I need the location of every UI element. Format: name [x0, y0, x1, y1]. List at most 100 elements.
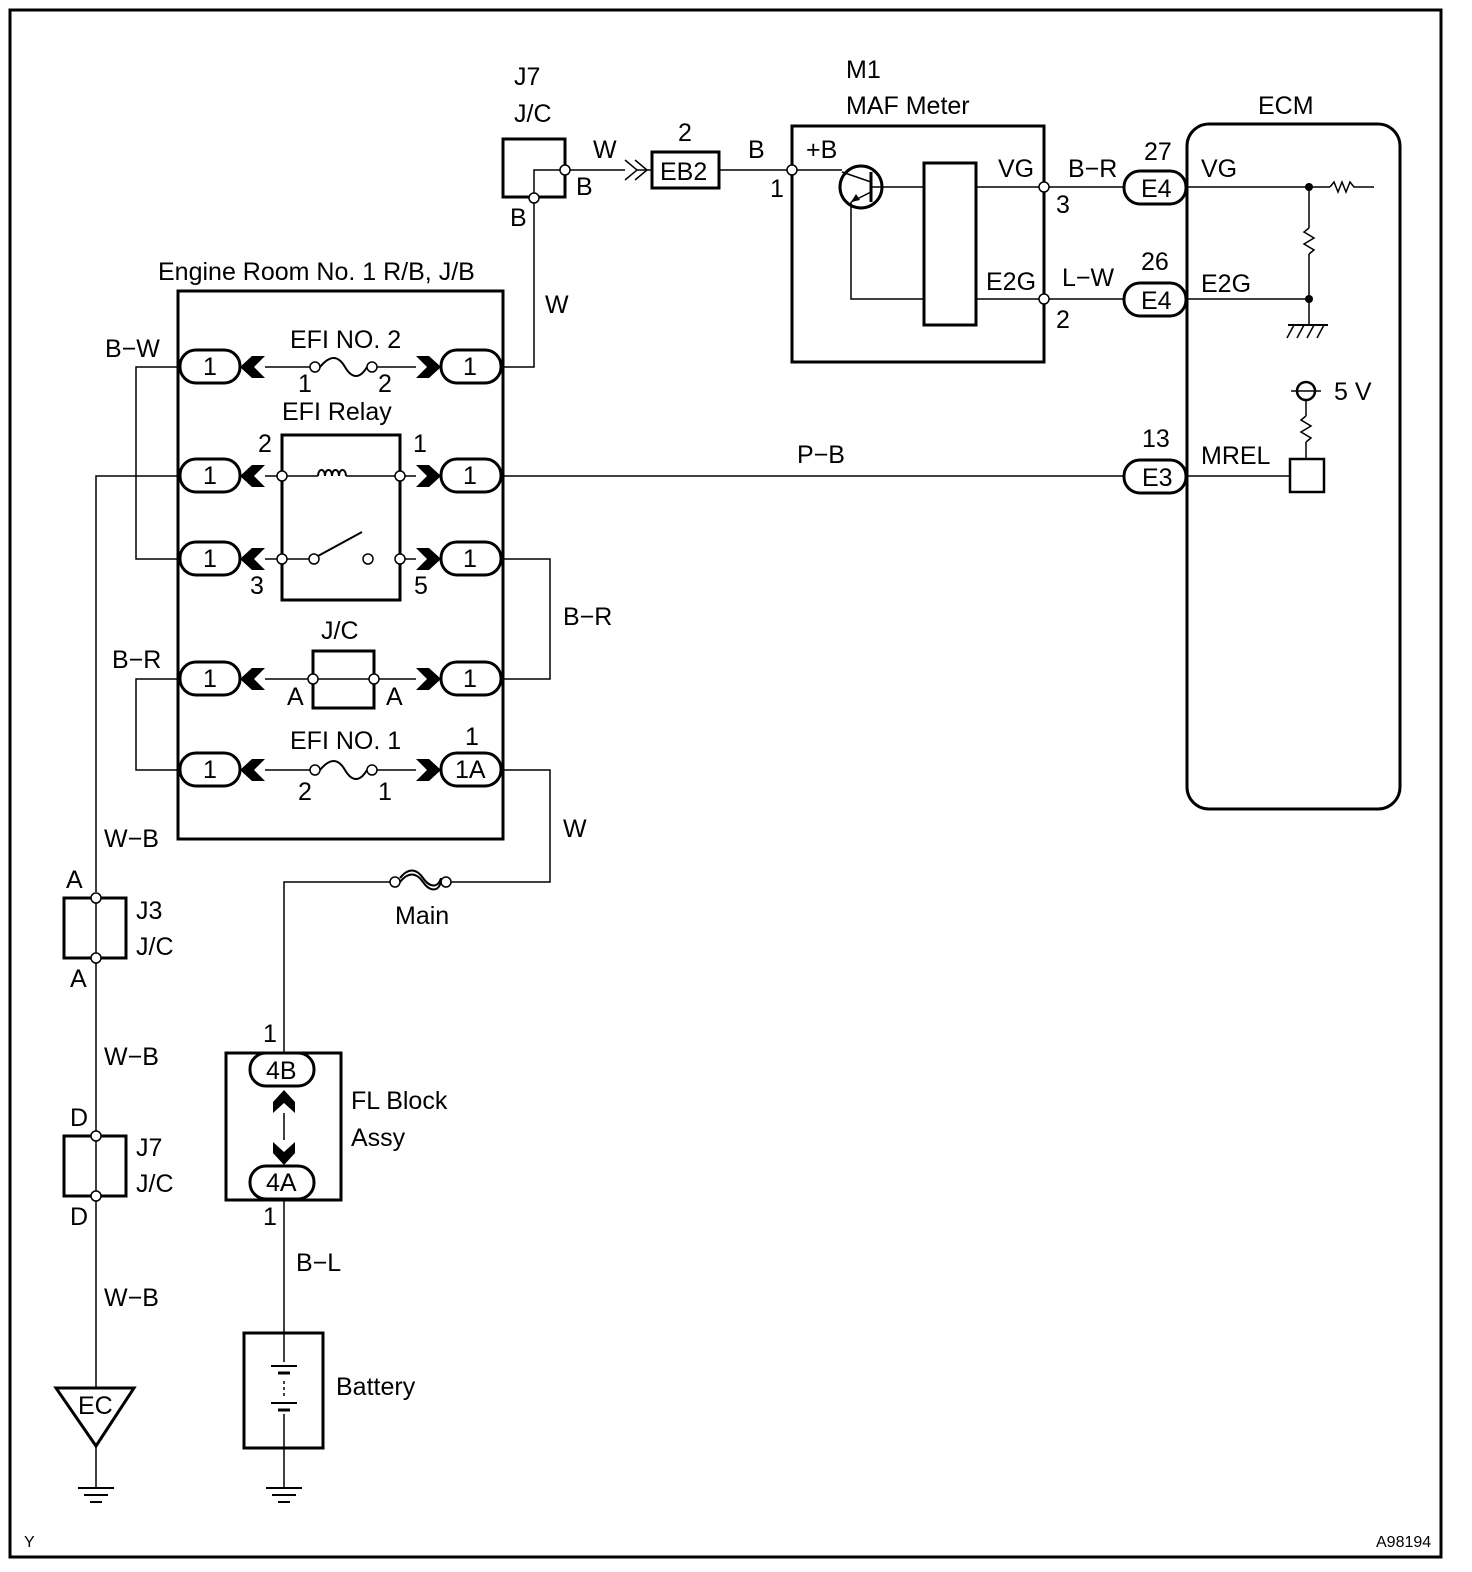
connector-chevron-icon: [624, 159, 639, 181]
wire-label-br-left: B−R: [112, 646, 161, 674]
terminal-up-icon: [273, 1090, 295, 1113]
ground-point-ec: EC: [53, 1386, 137, 1503]
maf-meter: M1 MAF Meter +B 1 VG E2G 3 2: [770, 56, 1070, 364]
efi-no1-pin-l: 2: [298, 778, 312, 806]
fl-block-assy: 1 4B 4A 1 FL Block Assy: [224, 1020, 448, 1231]
j3-name: J/C: [136, 933, 174, 961]
fusible-link-icon: [399, 873, 442, 891]
wire-label-bw: B−W: [105, 335, 160, 363]
relay-switch-icon: [317, 531, 363, 557]
jc-inner-pin-r: A: [386, 683, 403, 711]
maf-pin-b: 1: [770, 175, 784, 203]
battery: Battery: [242, 1331, 416, 1450]
wire-label-wb3: W−B: [104, 1284, 159, 1312]
j7-top-junction: J7 J/C B B: [501, 63, 593, 232]
ecm-mrel-pin: 13: [1142, 425, 1170, 453]
maf-e2g-pin: 2: [1056, 306, 1070, 334]
wire-label-b1: B: [748, 136, 765, 164]
battery-name: Battery: [336, 1373, 416, 1401]
connector-pin-label: 1: [203, 462, 217, 490]
fl-pin-top: 1: [263, 1020, 277, 1048]
diagram-frame: [8, 8, 1443, 1559]
wire-label-pb: P−B: [797, 441, 845, 469]
figure-code: A98194: [1376, 1534, 1431, 1551]
efi-relay-box: [280, 433, 402, 602]
engine-room-relay-block: Engine Room No. 1 R/B, J/B 1 1 EFI NO. 2…: [158, 258, 505, 841]
resistor-icon: [1302, 227, 1316, 255]
ecm-supply: 5 V: [1334, 378, 1372, 406]
ecm-e2g-conn: E4: [1141, 287, 1172, 315]
j7-bottom-junction: D D J7 J/C: [62, 1104, 174, 1231]
ecm-name: ECM: [1258, 92, 1314, 120]
wire-label-bl: B−L: [296, 1249, 341, 1277]
relay-pin-5: 5: [414, 572, 428, 600]
terminal-down-icon: [273, 1142, 295, 1165]
j7-top-ref: J7: [514, 63, 540, 91]
maf-pin-b-label: +B: [806, 136, 837, 164]
relay-pin-3: 3: [250, 572, 264, 600]
battery-cell-icon: [271, 1365, 297, 1412]
maf-name: MAF Meter: [846, 92, 970, 120]
ecm-vg-label: VG: [1201, 155, 1237, 183]
j7-bot-pin-bot: D: [70, 1203, 88, 1231]
connector-pin-label: 1: [463, 462, 477, 490]
wire-label-lw-e2g: L−W: [1062, 264, 1115, 292]
relay-pin-2: 2: [258, 430, 272, 458]
relay-pin-1: 1: [413, 430, 427, 458]
wire-label-w2: W: [545, 291, 569, 319]
connector-pin-label: 1: [203, 545, 217, 573]
j7-top-pin-in: B: [510, 204, 527, 232]
resistor-icon: [1299, 415, 1313, 443]
connector-pin-label: 1: [463, 353, 477, 381]
efi-no1-name: EFI NO. 1: [290, 727, 401, 755]
ecm-e2g-label: E2G: [1201, 270, 1251, 298]
wire-label-wb2: W−B: [104, 1043, 159, 1071]
relay-block-name: Engine Room No. 1 R/B, J/B: [158, 258, 475, 286]
eb2-pin: 2: [678, 119, 692, 147]
j3-junction: A A J3 J/C: [62, 866, 174, 993]
fl-name-line1: FL Block: [351, 1087, 448, 1115]
j7-top-pin-out: B: [576, 173, 593, 201]
main-fuse-name: Main: [395, 902, 449, 930]
eb2-connector: 2 EB2: [650, 119, 721, 190]
efi-relay-name: EFI Relay: [282, 398, 392, 426]
wire-label-br-right: B−R: [563, 603, 612, 631]
efi-no2-pin-l: 1: [298, 370, 312, 398]
maf-vg-pin: 3: [1056, 191, 1070, 219]
ground-icon: [78, 1487, 114, 1503]
efi-no2-pin-r: 2: [378, 370, 392, 398]
connector-pin-label: 1A: [455, 756, 486, 784]
connector-pin-label: 1: [463, 665, 477, 693]
wire-label-w-main: W: [563, 815, 587, 843]
j7-bot-ref: J7: [136, 1134, 162, 1162]
wire-label-wb1: W−B: [104, 825, 159, 853]
fl-conn-top: 4B: [266, 1057, 297, 1085]
ecm-vg-conn: E4: [1141, 175, 1172, 203]
fuse-icon: [319, 760, 368, 780]
ecm-mrel-label: MREL: [1201, 442, 1271, 470]
main-fuse: Main: [389, 869, 452, 930]
j3-ref: J3: [136, 897, 162, 925]
ground-triangle-icon: [53, 1386, 137, 1449]
efi-no1-pin-r: 1: [378, 778, 392, 806]
wire-label-br-vg: B−R: [1068, 155, 1117, 183]
maf-e2g-label: E2G: [986, 268, 1036, 296]
connector-pin-label: 1: [463, 545, 477, 573]
connector-pin-label: 1: [203, 756, 217, 784]
ground-ec-label: EC: [78, 1392, 113, 1420]
relay-coil-icon: [317, 469, 347, 477]
eb2-label: EB2: [660, 158, 707, 186]
fuse-icon: [319, 357, 368, 377]
maf-vg-label: VG: [998, 155, 1034, 183]
corner-label-left: Y: [24, 1534, 35, 1551]
fl-conn-bot: 4A: [266, 1169, 297, 1197]
jc-inner-name: J/C: [321, 617, 359, 645]
maf-ref: M1: [846, 56, 881, 84]
wire-label-w1: W: [593, 136, 617, 164]
j7-bot-name: J/C: [136, 1170, 174, 1198]
j7-top-name: J/C: [514, 100, 552, 128]
connector-pin-label: 1: [203, 665, 217, 693]
relay-1a-pin: 1: [465, 723, 479, 751]
ecm-vg-pin: 27: [1144, 138, 1172, 166]
connector-pin-label: 1: [203, 353, 217, 381]
